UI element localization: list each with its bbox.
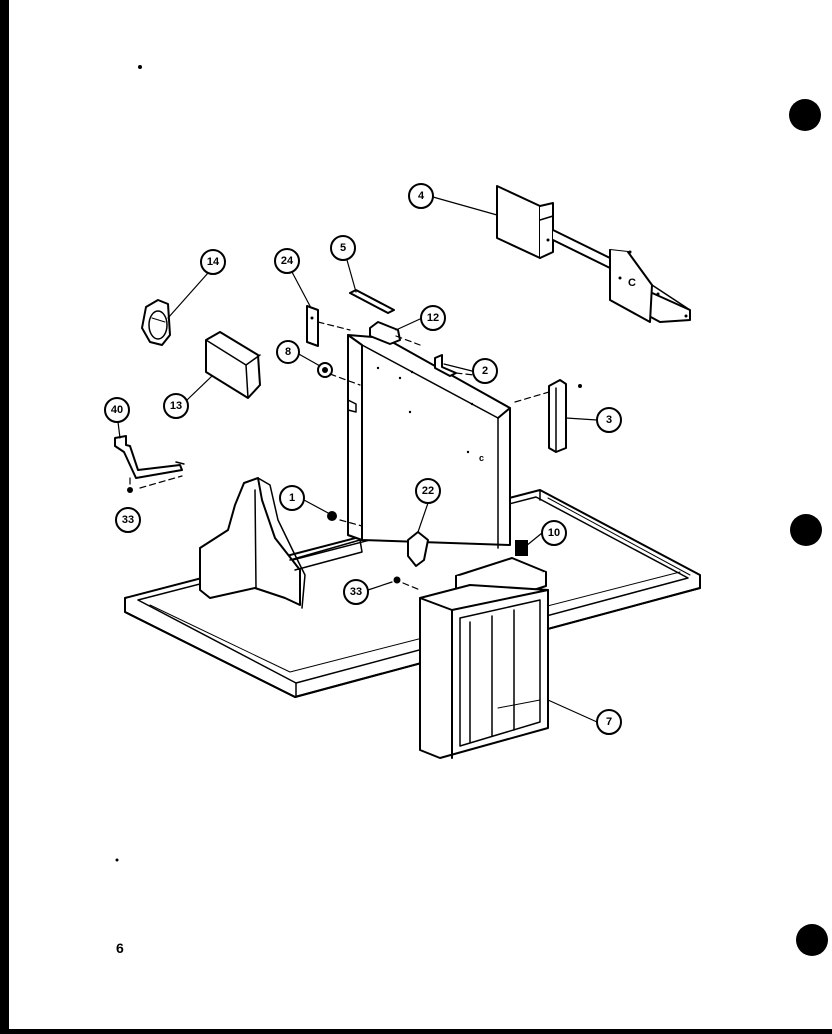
part-7-housing: [419, 557, 549, 759]
callout-label-14: 14: [207, 256, 220, 268]
callout-label-2: 2: [482, 365, 488, 377]
callout-3: 3: [596, 407, 622, 433]
callout-40: 40: [104, 397, 130, 423]
callout-33-center: 33: [343, 579, 369, 605]
callout-7: 7: [596, 709, 622, 735]
part-24-part: [306, 305, 319, 347]
callout-label-40: 40: [111, 404, 123, 416]
callout-label-1: 1: [289, 492, 295, 504]
scan-edge-left: [0, 0, 9, 1034]
page-number: 6: [116, 940, 124, 956]
part-3-part: [548, 379, 582, 453]
callout-2: 2: [472, 358, 498, 384]
callout-label-7: 7: [606, 716, 612, 728]
center-panel: c: [347, 334, 511, 549]
callout-33-left: 33: [115, 507, 141, 533]
callout-1: 1: [279, 485, 305, 511]
callout-10: 10: [541, 520, 567, 546]
callout-12: 12: [420, 305, 446, 331]
part-13-part: [205, 331, 261, 399]
part-33-left-screw: [127, 487, 133, 493]
callout-label-12: 12: [427, 312, 439, 324]
callout-label-33-center: 33: [350, 586, 362, 598]
part-4-bracket: C: [496, 185, 691, 323]
part-14-part: [141, 299, 171, 346]
binder-hole-top: [789, 99, 821, 131]
panel-mark: c: [479, 453, 484, 463]
callout-24: 24: [274, 248, 300, 274]
callout-label-5: 5: [340, 242, 346, 254]
speck-top: [138, 65, 142, 69]
part-8-part: [317, 362, 333, 378]
callout-label-8: 8: [285, 346, 291, 358]
callout-8: 8: [276, 340, 300, 364]
leader-lines: [117, 196, 598, 723]
speck-bottom: [115, 858, 119, 862]
part-40-part: [114, 435, 185, 479]
bracket-mark: C: [628, 277, 636, 289]
callout-5: 5: [330, 235, 356, 261]
part-5-part: [349, 289, 395, 314]
callout-label-24: 24: [281, 255, 294, 267]
callout-label-10: 10: [548, 527, 560, 539]
binder-hole-bottom: [796, 924, 828, 956]
callout-22: 22: [415, 478, 441, 504]
callout-14: 14: [200, 249, 226, 275]
part-12-part: [369, 321, 401, 345]
callout-13: 13: [163, 393, 189, 419]
callout-4: 4: [408, 183, 434, 209]
partition-cutaway: [199, 477, 363, 609]
callout-label-13: 13: [170, 400, 182, 412]
callout-label-4: 4: [418, 190, 425, 202]
binder-hole-middle: [790, 514, 822, 546]
part-33-center-screw: [393, 576, 401, 584]
part-10-part: [515, 540, 528, 556]
assembly-lines: [129, 321, 550, 591]
scan-edge-bottom: [0, 1029, 832, 1034]
callout-label-3: 3: [606, 414, 612, 426]
callout-label-33-left: 33: [122, 514, 134, 526]
part-1-part: [327, 511, 337, 521]
callout-label-22: 22: [422, 485, 434, 497]
